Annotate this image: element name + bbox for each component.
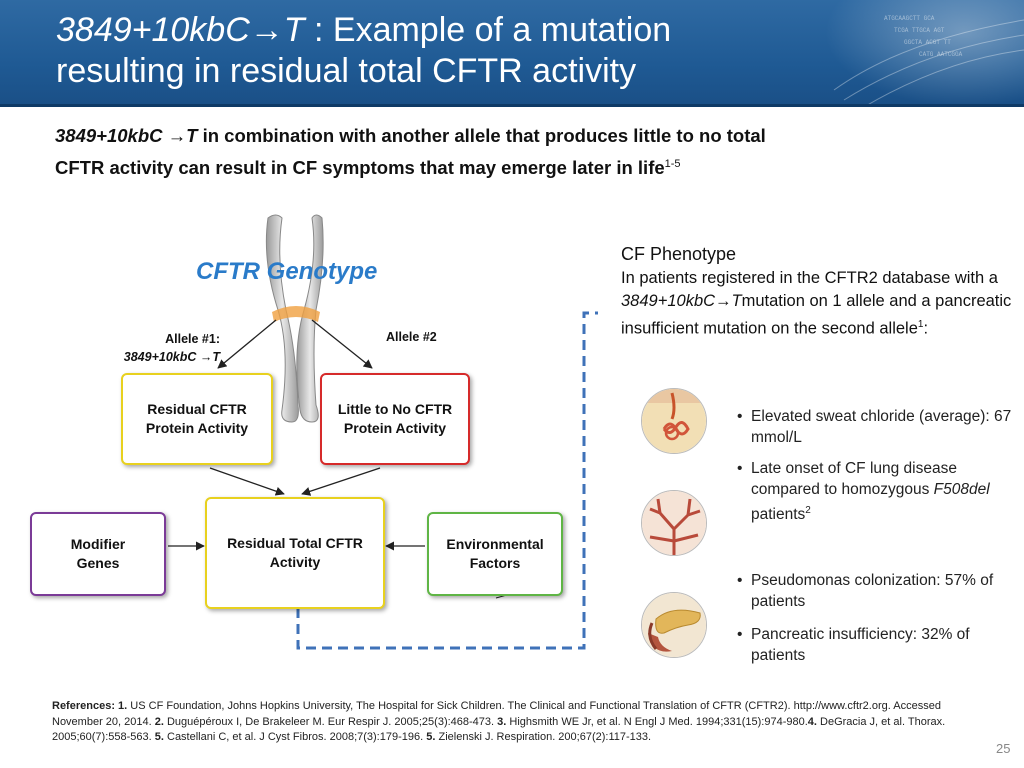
genotype-label: CFTR Genotype — [196, 258, 377, 286]
sweat-gland-icon — [641, 388, 707, 454]
ref6-num: 5. — [426, 731, 436, 743]
box-residual-protein: Residual CFTR Protein Activity — [121, 373, 273, 465]
phenotype-text-end: : — [923, 319, 929, 338]
pancreas-icon — [641, 592, 707, 658]
phenotype-description: In patients registered in the CFTR2 data… — [621, 267, 1016, 341]
genotype-label-text: CFTR Genotype — [196, 258, 378, 285]
bullet-lung-citation: 2 — [805, 505, 811, 516]
svg-text:ATGCAAGCTT GCA: ATGCAAGCTT GCA — [884, 15, 935, 22]
title-line2: resulting in residual total CFTR activit… — [56, 52, 637, 90]
box-environmental: Environmental Factors — [427, 512, 563, 596]
lung-airways-icon — [641, 490, 707, 556]
ref5-num: 5. — [154, 731, 164, 743]
phenotype-citation: 1 — [917, 319, 924, 330]
bullet-sweat-chloride-text: Elevated sweat chloride (average): 67 mm… — [751, 408, 1012, 446]
svg-text:TCGA TTGCA AGT: TCGA TTGCA AGT — [894, 27, 945, 34]
phenotype-text-a: In patients registered in the CFTR2 data… — [621, 269, 998, 287]
diagram-connectors — [168, 214, 598, 650]
subtitle-line1: in combination with another allele that … — [197, 125, 766, 146]
box-modifier-text: Modifier Genes — [70, 536, 126, 571]
box-little-to-no: Little to No CFTR Protein Activity — [320, 373, 470, 465]
allele2-title: Allele #2 — [386, 330, 437, 344]
ref3-num: 3. — [497, 715, 507, 728]
box-modifier-genes: Modifier Genes — [30, 512, 166, 596]
phenotype-mutation: 3849+10kbC→T — [621, 292, 742, 310]
box-little-to-no-text: Little to No CFTR Protein Activity — [337, 401, 453, 436]
phenotype-heading: CF Phenotype — [621, 244, 737, 264]
slide-title: 3849+10kbC→T : Example of a mutation res… — [56, 10, 856, 92]
svg-text:CATG AATCGGA: CATG AATCGGA — [919, 51, 963, 58]
page-number: 25 — [996, 741, 1011, 756]
ref1: US CF Foundation, Johns Hopkins Universi… — [52, 700, 941, 728]
bullet-pseudomonas-text: Pseudomonas colonization: 57% of patient… — [751, 572, 994, 610]
bullet-pseudomonas: • Pseudomonas colonization: 57% of patie… — [737, 572, 994, 610]
subtitle-mutation: 3849+10kbC →T — [55, 125, 198, 146]
ref6: Zielenski J. Respiration. 200;67(2):117-… — [435, 731, 652, 743]
bullet-lung-text-b: patients — [751, 506, 806, 524]
references-label: References: — [52, 700, 119, 712]
ref3: Highsmith WE Jr, et al. N Engl J Med. 19… — [506, 715, 808, 728]
bullet-pancreatic-text: Pancreatic insufficiency: 32% of patient… — [751, 626, 970, 664]
allele1-label: Allele #1: 3849+10kbC →T — [120, 330, 220, 366]
allele1-mutation: 3849+10kbC →T — [123, 350, 220, 364]
title-line1: : Example of a mutation — [304, 11, 672, 49]
phenotype-text-b: mutation on 1 allele and a pancreatic in… — [621, 292, 1012, 338]
bullet-sweat-chloride: • Elevated sweat chloride (average): 67 … — [737, 408, 1012, 446]
bullet-lung-text-a: Late onset of CF lung disease compared t… — [751, 460, 957, 498]
ref2-num: 2. — [154, 715, 164, 728]
ref4-num: 4. — [807, 715, 817, 728]
slide-subtitle: 3849+10kbC →T in combination with anothe… — [55, 122, 955, 182]
header-decoration: ATGCAAGCTT GCA TCGA TTGCA AGT GGCTA ACGT… — [824, 0, 1024, 107]
ref5: Castellani C, et al. J Cyst Fibros. 2008… — [163, 731, 427, 743]
ref4: DeGracia J, et al. Thorax. 2005;60(7):55… — [52, 715, 946, 744]
allele1-title: Allele #1: — [165, 332, 220, 346]
subtitle-line2: CFTR activity can result in CF symptoms … — [55, 157, 665, 179]
ref1-num: 1. — [118, 700, 128, 712]
references: References: 1. US CF Foundation, Johns H… — [52, 699, 972, 746]
genotype-diagram: CFTR Genotype Allele #1: 3849+10kbC →T A… — [0, 200, 600, 660]
allele2-label: Allele #2 — [386, 328, 437, 346]
box-environmental-text: Environmental Factors — [446, 536, 544, 571]
subtitle-citation: 1-5 — [664, 158, 681, 170]
box-residual-total: Residual Total CFTR Activity — [205, 497, 385, 609]
title-mutation: 3849+10kbC→T — [56, 11, 305, 49]
bullet-lung-disease: • Late onset of CF lung disease compared… — [737, 460, 990, 524]
bullet-pancreatic: • Pancreatic insufficiency: 32% of patie… — [737, 626, 970, 664]
header-stripe — [0, 104, 1024, 107]
title-banner: ATGCAAGCTT GCA TCGA TTGCA AGT GGCTA ACGT… — [0, 0, 1024, 107]
chromosome-icon — [265, 214, 324, 423]
svg-text:GGCTA ACGT TT: GGCTA ACGT TT — [904, 39, 951, 46]
ref2: Duguépéroux I, De Brakeleer M. Eur Respi… — [163, 715, 498, 728]
box-residual-total-text: Residual Total CFTR Activity — [227, 535, 363, 570]
box-residual-protein-text: Residual CFTR Protein Activity — [145, 401, 249, 436]
bullet-lung-f508del: F508del — [933, 481, 990, 498]
